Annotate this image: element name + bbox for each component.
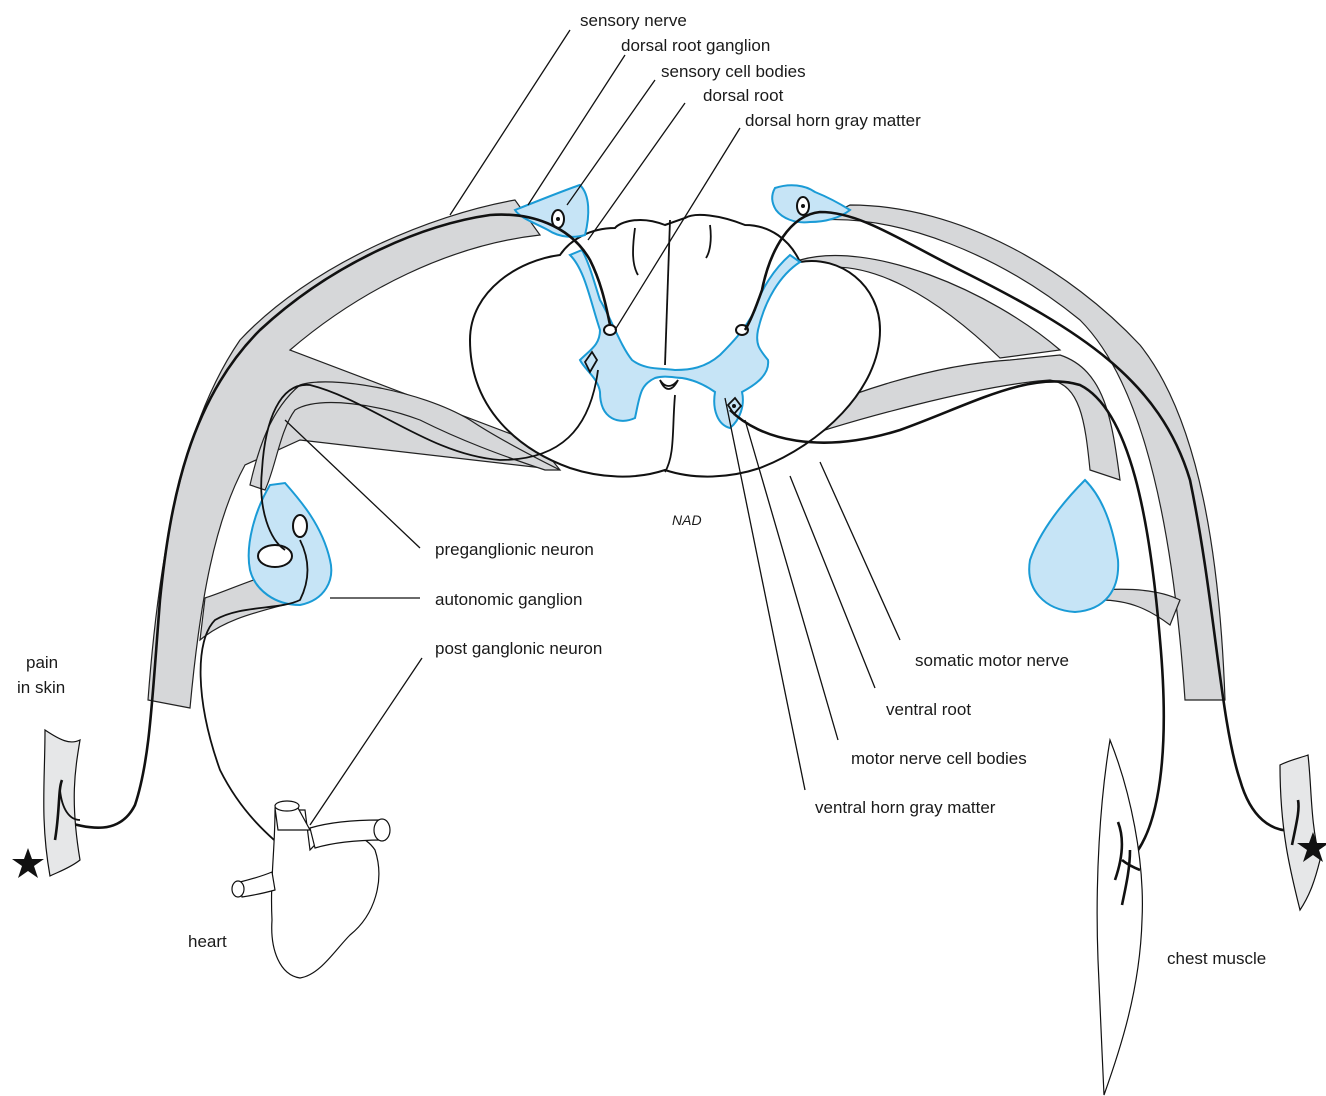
label-ventral-horn-gray-matter: ventral horn gray matter <box>815 798 996 817</box>
label-dorsal-horn-gray-matter: dorsal horn gray matter <box>745 111 921 130</box>
label-autonomic-ganglion: autonomic ganglion <box>435 590 582 609</box>
right-dorsal-root-ganglion <box>772 185 850 222</box>
label-motor-nerve-cell-bodies: motor nerve cell bodies <box>851 749 1027 768</box>
label-preganglionic-neuron: preganglionic neuron <box>435 540 594 559</box>
label-pain-line1: pain <box>26 653 58 672</box>
right-skin <box>1280 755 1320 910</box>
label-sensory-nerve: sensory nerve <box>580 11 687 30</box>
left-dorsal-horn-neuron <box>604 325 616 335</box>
left-spinal-nerve <box>148 200 560 708</box>
label-chest-muscle: chest muscle <box>1167 949 1266 968</box>
label-pain-line2: in skin <box>17 678 65 697</box>
ganglion-cell-body-large <box>258 545 292 567</box>
label-post-ganglonic-neuron: post ganglonic neuron <box>435 639 602 658</box>
label-heart: heart <box>188 932 227 951</box>
artist-signature: NAD <box>672 512 702 528</box>
label-somatic-motor-nerve: somatic motor nerve <box>915 651 1069 670</box>
left-skin <box>44 730 80 876</box>
chest-muscle-illustration <box>1097 740 1142 1095</box>
left-star-icon <box>12 848 44 878</box>
label-dorsal-root-ganglion: dorsal root ganglion <box>621 36 770 55</box>
left-autonomic-ganglion <box>249 483 332 605</box>
heart-illustration <box>232 801 390 978</box>
spinal-cord <box>470 215 880 477</box>
label-ventral-root: ventral root <box>886 700 971 719</box>
label-dorsal-root: dorsal root <box>703 86 784 105</box>
right-autonomic-ganglion <box>1029 480 1118 612</box>
label-sensory-cell-bodies: sensory cell bodies <box>661 62 806 81</box>
ganglion-cell-body-small <box>293 515 307 537</box>
